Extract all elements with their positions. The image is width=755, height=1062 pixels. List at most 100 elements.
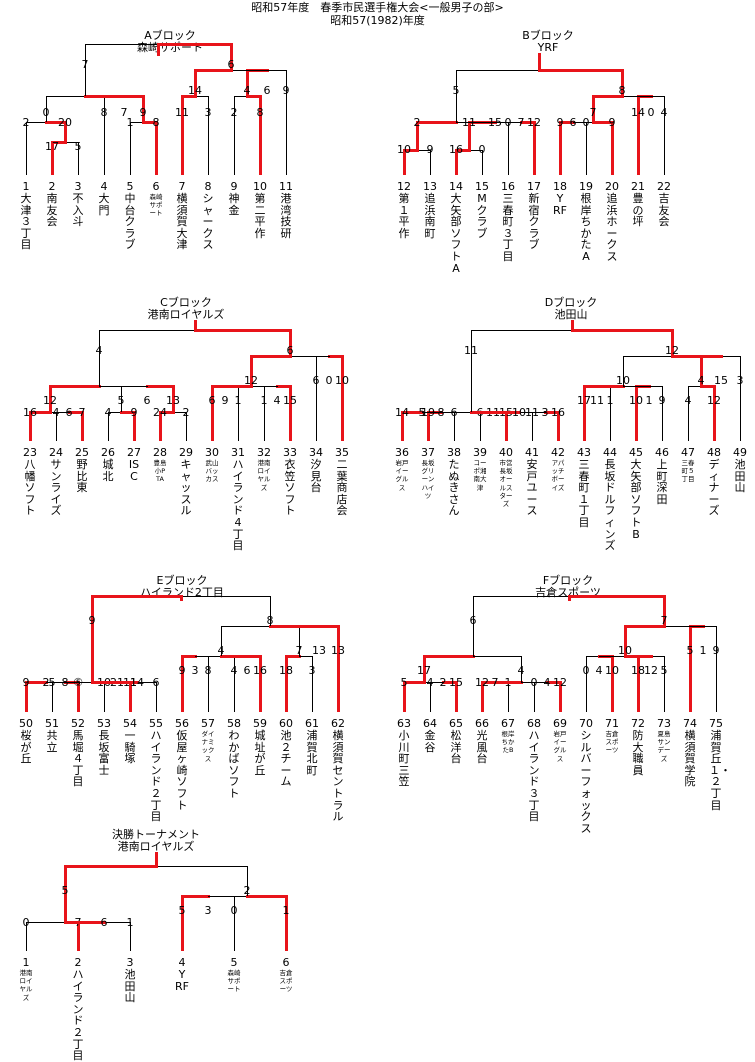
winner-path-line bbox=[154, 851, 158, 868]
team-name: アパッチボーイズ bbox=[551, 459, 565, 492]
match-score-right: 8 bbox=[266, 614, 274, 627]
match-score-right: 0 bbox=[325, 374, 333, 387]
team-name: 二葉商店会 bbox=[336, 458, 348, 518]
team-number: 25 bbox=[75, 446, 89, 459]
team-number: 42 bbox=[551, 446, 565, 459]
team-name: 池田山 bbox=[124, 968, 136, 1005]
block-winner: YRF bbox=[537, 41, 559, 54]
bracket-line bbox=[468, 149, 483, 151]
match-score-left: 5 bbox=[61, 884, 69, 897]
team-number: 16 bbox=[501, 180, 515, 193]
winner-path-line bbox=[415, 120, 458, 124]
winner-path-line bbox=[158, 410, 162, 441]
match-score-left: 12 bbox=[244, 374, 258, 387]
team-number: 14 bbox=[449, 180, 463, 193]
team-number: 6 bbox=[152, 180, 160, 193]
team-name: 大矢部ソフトA bbox=[450, 192, 462, 275]
winner-path-line bbox=[558, 680, 562, 712]
match-score-left: 7 bbox=[589, 106, 597, 119]
match-score-right: 6 bbox=[143, 394, 151, 407]
team-number: 46 bbox=[655, 446, 669, 459]
match-score-left: 4 bbox=[697, 374, 705, 387]
match-score-left: 16 bbox=[449, 143, 463, 156]
bracket-line bbox=[45, 96, 47, 122]
winner-path-line bbox=[336, 624, 340, 712]
team-number: 30 bbox=[205, 446, 219, 459]
team-number: 6 bbox=[282, 956, 290, 969]
team-number: 44 bbox=[603, 446, 617, 459]
bracket-line bbox=[648, 385, 663, 387]
bracket-line bbox=[429, 682, 431, 712]
match-score-left: 11 bbox=[590, 394, 604, 407]
match-score-right: 12 bbox=[527, 116, 541, 129]
match-score-right: 6 bbox=[243, 664, 251, 677]
match-score-left: 8 bbox=[100, 106, 108, 119]
bracket-line bbox=[98, 385, 148, 387]
winner-path-line bbox=[284, 894, 288, 951]
team-number: 52 bbox=[71, 717, 85, 730]
bracket-line bbox=[298, 655, 313, 657]
winner-path-line bbox=[402, 148, 406, 175]
winner-path-line bbox=[193, 319, 197, 332]
team-number: 3 bbox=[126, 956, 134, 969]
winner-path-line bbox=[480, 680, 497, 684]
winner-path-line bbox=[670, 354, 723, 358]
bracket-line bbox=[269, 596, 271, 626]
team-number: 28 bbox=[153, 446, 167, 459]
match-score-left: 12 bbox=[475, 676, 489, 689]
team-name: 第１平作 bbox=[398, 192, 410, 240]
team-name: 大津３丁目 bbox=[20, 192, 32, 252]
bracket-line bbox=[453, 412, 455, 441]
match-score-left: 10 bbox=[397, 143, 411, 156]
winner-path-line bbox=[24, 680, 28, 712]
bracket-line bbox=[103, 96, 105, 175]
winner-path-line bbox=[210, 384, 227, 388]
winner-path-line bbox=[662, 594, 666, 628]
team-name: ハイランド4丁目 bbox=[232, 458, 244, 553]
bracket-line bbox=[136, 681, 157, 683]
winner-path-line bbox=[636, 94, 640, 175]
match-score-right: 13 bbox=[166, 394, 180, 407]
bracket-line bbox=[481, 150, 483, 175]
winner-path-line bbox=[48, 384, 52, 414]
team-number: 53 bbox=[97, 717, 111, 730]
match-score-left: 0 bbox=[42, 106, 50, 119]
team-name: 根岸ちかたB bbox=[501, 730, 515, 755]
team-name: 城北 bbox=[102, 458, 114, 483]
bracket-line bbox=[720, 355, 741, 357]
team-number: 18 bbox=[553, 180, 567, 193]
team-number: 41 bbox=[525, 446, 539, 459]
team-number: 5 bbox=[230, 956, 238, 969]
team-name: 三春町５丁目 bbox=[681, 459, 695, 484]
team-name: 横須賀セントラル bbox=[332, 729, 344, 824]
match-score-left: 12 bbox=[43, 394, 57, 407]
match-score-right: 20 bbox=[58, 116, 72, 129]
team-number: 47 bbox=[681, 446, 695, 459]
team-number: 57 bbox=[201, 717, 215, 730]
team-name: 浦賀北町 bbox=[306, 729, 318, 777]
team-number: 4 bbox=[178, 956, 186, 969]
winner-path-line bbox=[249, 354, 253, 388]
match-score-right: 15 bbox=[283, 394, 297, 407]
winner-path-line bbox=[245, 654, 262, 658]
match-score-right: 12 bbox=[665, 344, 679, 357]
bracket-line bbox=[25, 922, 27, 951]
bracket-line bbox=[622, 355, 673, 357]
match-score-left: 2 bbox=[413, 116, 421, 129]
winner-path-line bbox=[63, 864, 67, 924]
team-number: 39 bbox=[473, 446, 487, 459]
winner-path-line bbox=[50, 140, 67, 144]
match-score-right: 4 bbox=[543, 676, 551, 689]
match-score-left: 19 bbox=[421, 406, 435, 419]
bracket-line bbox=[455, 121, 496, 123]
team-number: 54 bbox=[123, 717, 137, 730]
team-number: 24 bbox=[49, 446, 63, 459]
match-score-left: 18 bbox=[631, 664, 645, 677]
bracket-line bbox=[289, 355, 330, 357]
bracket-line bbox=[107, 412, 109, 441]
match-score-left: 6 bbox=[569, 116, 577, 129]
bracket-line bbox=[472, 595, 570, 597]
winner-path-line bbox=[504, 410, 508, 441]
winner-path-line bbox=[582, 384, 599, 388]
team-number: 32 bbox=[257, 446, 271, 459]
